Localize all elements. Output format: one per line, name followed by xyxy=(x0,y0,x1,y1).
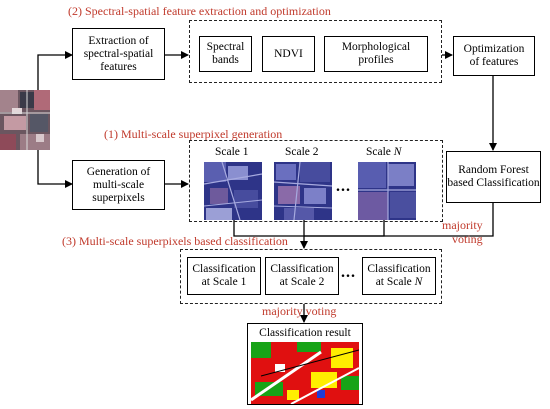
class-1-line-2: at Scale 1 xyxy=(202,276,247,289)
class-2-scale-prefix: at Scale xyxy=(279,276,316,288)
class-2-line-2: at Scale 2 xyxy=(280,276,325,289)
superpixel-scale-1-image xyxy=(204,162,262,220)
generation-line-1: Generation of xyxy=(86,165,151,178)
class-n-scale-number: N xyxy=(414,276,423,288)
ndvi-box: NDVI xyxy=(262,36,315,72)
scale-1-prefix: Scale xyxy=(215,146,240,158)
extraction-line-2: spectral-spatial xyxy=(83,47,154,60)
class-1-scale-prefix: at Scale xyxy=(201,276,238,288)
class-n-line-1: Classification xyxy=(367,263,431,275)
class-n-scale-prefix: at Scale xyxy=(375,276,412,288)
connector-rf-down xyxy=(304,203,494,237)
connector-input-to-extraction xyxy=(37,51,73,90)
morph-line-2: profiles xyxy=(358,54,394,66)
scale-2-prefix: Scale xyxy=(285,146,310,158)
connector-input-to-generation xyxy=(37,150,73,188)
generation-line-2: multi-scale xyxy=(92,178,145,191)
class-1-scale-number: 1 xyxy=(240,276,247,288)
scale-2-label: Scale 2 xyxy=(285,146,319,158)
extraction-line-3: features xyxy=(100,60,137,73)
scales-group xyxy=(189,140,443,222)
scale-1-label: Scale 1 xyxy=(215,146,249,158)
classification-scale-2-box: Classification at Scale 2 xyxy=(265,257,339,295)
classification-scale-n-box: Classification at Scale N xyxy=(362,257,436,295)
morphological-profiles-box: Morphological profiles xyxy=(324,36,428,72)
class-2-line-1: Classification xyxy=(270,263,334,275)
feature-group xyxy=(189,20,442,83)
extraction-line-1: Extraction of xyxy=(88,34,149,47)
optimization-line-2: of features xyxy=(469,56,519,68)
extraction-box: Extraction of spectral-spatial features xyxy=(72,28,165,80)
spectral-bands-line-1: Spectral xyxy=(206,41,245,53)
scale-1-number: 1 xyxy=(242,146,249,158)
ndvi-label: NDVI xyxy=(274,47,303,60)
scale-n-label: Scale N xyxy=(366,146,401,158)
spectral-bands-line-2: bands xyxy=(212,54,239,66)
stage3-title: (3) Multi-scale superpixels based classi… xyxy=(62,234,288,248)
spectral-bands-box: Spectral bands xyxy=(199,36,252,72)
scale-n-number: N xyxy=(393,146,402,158)
superpixel-scale-2-image xyxy=(274,162,332,220)
result-label: Classification result xyxy=(259,327,351,339)
scales-ellipsis: ... xyxy=(336,178,351,195)
class-n-line-2: at Scale N xyxy=(376,276,423,289)
connector-scale1-down xyxy=(233,212,304,237)
random-forest-box: Random Forest based Classification xyxy=(446,151,541,203)
classification-scale-1-box: Classification at Scale 1 xyxy=(187,257,261,295)
majority-voting-bottom: majority voting xyxy=(262,304,337,318)
class-1-line-1: Classification xyxy=(192,263,256,275)
stage2-title: (2) Spectral-spatial feature extraction … xyxy=(68,4,331,18)
stage1-title: (1) Multi-scale superpixel generation xyxy=(104,127,283,141)
generation-line-3: superpixels xyxy=(92,191,145,204)
classifications-group xyxy=(180,249,442,304)
optimization-box: Optimization of features xyxy=(453,36,535,76)
classification-result-box: Classification result xyxy=(247,323,363,405)
scale-n-prefix: Scale xyxy=(366,146,391,158)
morph-line-1: Morphological xyxy=(341,41,411,53)
majority-voting-right: majority voting xyxy=(442,218,483,246)
classification-map-image xyxy=(251,342,359,404)
majority-voting-right-line-2: voting xyxy=(452,232,483,246)
classifications-ellipsis: ... xyxy=(341,264,356,281)
generation-box: Generation of multi-scale superpixels xyxy=(72,160,165,210)
majority-voting-right-line-1: majority xyxy=(442,218,483,232)
class-2-scale-number: 2 xyxy=(318,276,325,288)
rf-line-2: based Classification xyxy=(447,177,540,189)
optimization-line-1: Optimization xyxy=(463,43,525,55)
scale-2-number: 2 xyxy=(312,146,319,158)
input-image xyxy=(0,90,50,150)
rf-line-1: Random Forest xyxy=(458,164,529,176)
superpixel-scale-n-image xyxy=(358,162,416,220)
